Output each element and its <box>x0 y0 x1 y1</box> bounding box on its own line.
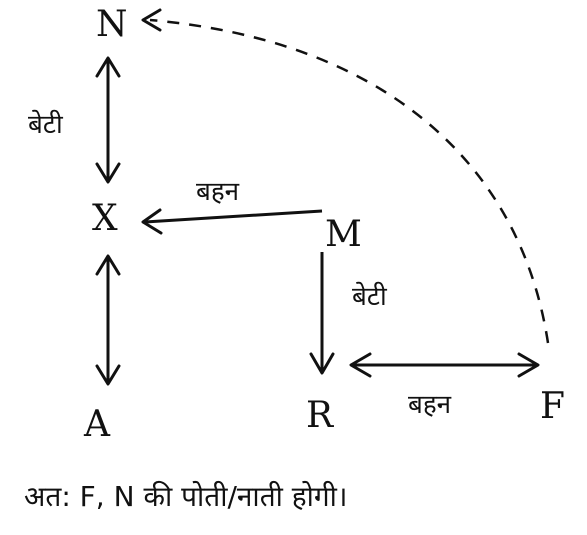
node-n: N <box>96 4 128 45</box>
arrow-m-x <box>141 208 323 235</box>
label-m-x: बहन <box>196 177 240 207</box>
node-r: R <box>306 395 334 436</box>
label-n-x: बेटी <box>28 109 64 140</box>
label-m-r: बेटी <box>352 281 388 312</box>
arrow-x-a <box>95 254 121 386</box>
label-r-f: बहन <box>408 390 452 420</box>
dashed-arrow-f-n <box>141 8 550 344</box>
node-m: M <box>325 214 362 255</box>
node-a: A <box>83 404 111 445</box>
node-x: X <box>92 198 118 239</box>
arrow-r-f <box>349 352 540 378</box>
arrow-m-r <box>309 252 335 375</box>
node-f: F <box>540 386 565 427</box>
conclusion-text: अत: F, N की पोती/नाती होगी। <box>24 480 348 513</box>
arrow-n-x <box>95 56 121 184</box>
